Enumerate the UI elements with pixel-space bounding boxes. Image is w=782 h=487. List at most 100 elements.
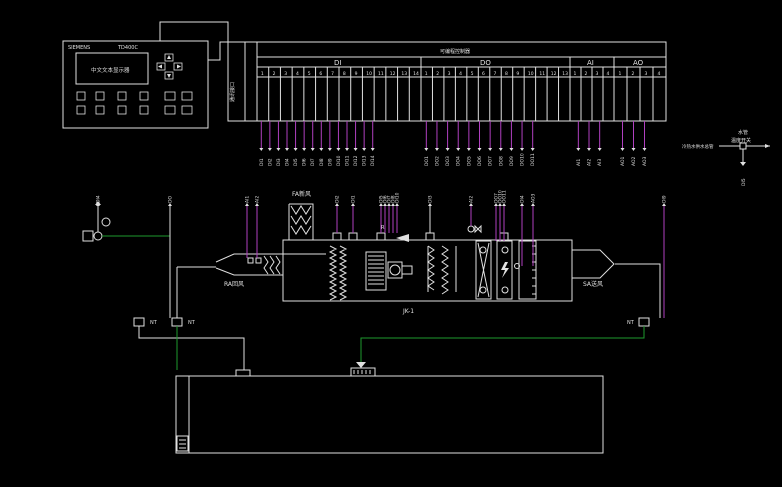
fa-label: FA新风 xyxy=(292,190,311,198)
io-terminal-icon xyxy=(259,148,264,151)
ahu-point-label: DO11 xyxy=(502,190,508,203)
f3-key[interactable] xyxy=(117,91,127,101)
smoke-sensor-icon xyxy=(101,217,111,227)
plc-channel-number: 13 xyxy=(562,71,568,77)
io-terminal-icon xyxy=(477,148,482,151)
plc-channel-number: 5 xyxy=(471,71,474,77)
ahu-point-label: DI6 xyxy=(383,195,389,203)
io-point-label: DI5 xyxy=(293,158,299,166)
plc-channel-number: 9 xyxy=(355,71,358,77)
io-point-label: AO1 xyxy=(620,156,626,166)
ahu-point-label: AI2 xyxy=(255,196,261,203)
filter-dp-switch-icon xyxy=(332,232,342,241)
ahu-point-label: DI2 xyxy=(335,195,341,203)
return-humid-sensor-icon xyxy=(171,317,183,327)
io-point-label: DI13 xyxy=(362,155,368,166)
shift-key[interactable] xyxy=(164,105,176,115)
plc-channel-number: 8 xyxy=(343,71,346,77)
supply-sensor-text: NT xyxy=(627,320,635,326)
io-terminal-icon xyxy=(642,148,647,151)
io-point-label: AO3 xyxy=(642,156,648,166)
f6-key[interactable] xyxy=(95,105,105,115)
ahu-point-terminal-icon xyxy=(494,203,498,206)
return-sensor-text: NT xyxy=(150,320,158,326)
io-point-label: DI6 xyxy=(302,158,308,166)
io-point-label: DI2 xyxy=(267,158,273,166)
ahu-point-terminal-icon xyxy=(520,203,524,206)
io-point-label: DO5 xyxy=(466,156,472,166)
ahu-point-terminal-icon xyxy=(498,203,502,206)
fresh-damper-icon xyxy=(290,205,312,235)
fan-tag: R xyxy=(381,225,385,231)
plc-channel-number: 6 xyxy=(319,71,322,77)
io-terminal-icon xyxy=(345,148,349,151)
unit-name: JK-1 xyxy=(402,308,414,315)
f8-key[interactable] xyxy=(139,105,149,115)
io-point-label: DO8 xyxy=(498,156,504,166)
ahu-point-terminal-icon xyxy=(383,203,387,206)
switch-point: DI5 xyxy=(741,178,747,186)
io-terminal-icon xyxy=(620,148,625,151)
return-damper-icon xyxy=(263,255,281,275)
f2-key[interactable] xyxy=(95,91,105,101)
ahu-point-terminal-icon xyxy=(168,203,172,206)
ahu-point-label: DO7 xyxy=(494,193,500,203)
io-terminal-icon xyxy=(498,148,503,151)
f7-key[interactable] xyxy=(117,105,127,115)
io-terminal-icon xyxy=(327,148,332,151)
plc-channel-number: 2 xyxy=(436,71,439,77)
ahu-point-label: AI1 xyxy=(245,196,251,203)
do-group-label: DO xyxy=(480,59,491,67)
io-point-label: DI8 xyxy=(319,158,325,166)
ahu-point-label: DI4 xyxy=(96,195,102,203)
io-point-label: AI1 xyxy=(576,159,582,166)
valve-icon xyxy=(474,224,482,234)
control-cabinet xyxy=(175,375,604,454)
io-terminal-icon xyxy=(362,148,367,151)
plc-channel-number: 2 xyxy=(632,71,635,77)
esc-key[interactable] xyxy=(164,91,176,101)
io-point-label: DO9 xyxy=(509,156,515,166)
plc-channel-number: 9 xyxy=(516,71,519,77)
pipe-label: 冷热水供水总管 xyxy=(682,143,714,150)
f5-key[interactable] xyxy=(76,105,86,115)
plc-channel-number: 4 xyxy=(296,71,299,77)
panel-screen-text: 中文文本显示器 xyxy=(91,66,130,74)
f4-key[interactable] xyxy=(139,91,149,101)
ack-key[interactable] xyxy=(181,105,193,115)
io-terminal-icon xyxy=(509,148,514,151)
ahu-point-label: DI4 xyxy=(520,195,526,203)
plc-channel-number: 4 xyxy=(459,71,462,77)
io-terminal-icon xyxy=(424,148,429,151)
plc-channel-number: 3 xyxy=(645,71,648,77)
io-point-label: DI11 xyxy=(345,155,351,166)
io-terminal-icon xyxy=(530,148,535,151)
io-terminal-icon xyxy=(434,148,439,151)
ahu-point-label: DI5 xyxy=(379,195,385,203)
io-point-label: DI7 xyxy=(310,158,316,166)
ahu-point-terminal-icon xyxy=(469,203,473,206)
io-point-label: DO3 xyxy=(445,156,451,166)
ahu-point-terminal-icon xyxy=(428,203,432,206)
plc-channel-number: 4 xyxy=(607,71,610,77)
io-terminal-icon xyxy=(276,148,281,151)
io-terminal-icon xyxy=(293,148,298,151)
humidifier-section xyxy=(475,240,492,300)
io-point-label: DI9 xyxy=(327,158,333,166)
io-terminal-icon xyxy=(466,148,471,151)
enter-key[interactable] xyxy=(181,91,193,101)
io-point-label: DO4 xyxy=(456,156,462,166)
plc-channel-number: 1 xyxy=(619,71,622,77)
io-point-label: AI2 xyxy=(587,159,593,166)
ahu-point-label: DI8 xyxy=(391,195,397,203)
f1-key[interactable] xyxy=(76,91,86,101)
arrow-icon xyxy=(158,55,181,78)
field-wiring xyxy=(138,263,661,377)
io-point-label: DI3 xyxy=(276,158,282,166)
temp-switch-icon xyxy=(739,142,747,150)
plc-channel-number: 13 xyxy=(401,71,407,77)
ao-group-label: AO xyxy=(633,59,644,67)
plc-channel-number: 11 xyxy=(539,71,545,77)
